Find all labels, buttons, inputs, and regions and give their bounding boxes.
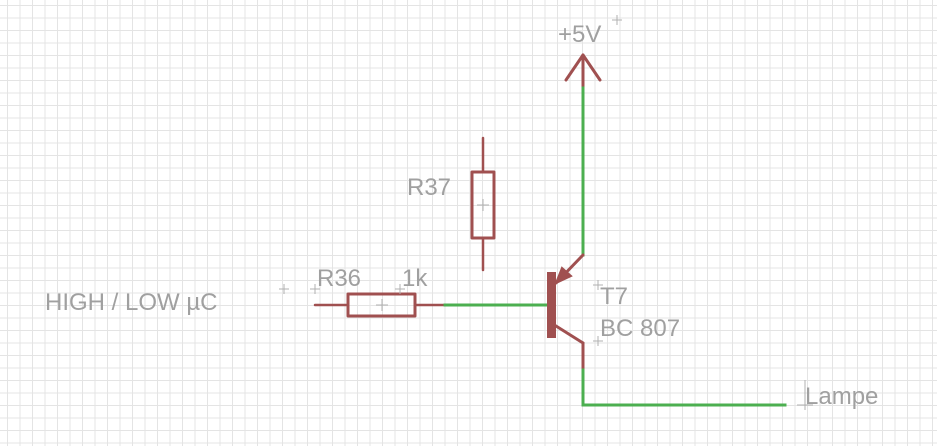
input-label-origin (279, 284, 289, 294)
r36-value: 1k (402, 265, 428, 292)
input-label: HIGH / LOW µC (45, 289, 218, 316)
transistor-t7[interactable] (547, 253, 585, 372)
resistor-r37[interactable] (470, 136, 496, 272)
t7-label-origin (593, 280, 603, 346)
supply-symbol[interactable] (564, 53, 602, 90)
resistor-r36[interactable] (313, 292, 447, 318)
net-collector-lampe[interactable] (581, 368, 787, 407)
r37-name: R37 (407, 174, 451, 201)
r36-name: R36 (317, 265, 361, 292)
t7-collector-lead (554, 324, 585, 345)
r36-label-origin (310, 284, 405, 294)
transistor-name: T7 (600, 283, 628, 310)
output-label-origin (797, 380, 813, 410)
supply-label: +5V (558, 21, 601, 48)
t7-emitter-arrow (554, 266, 573, 285)
output-label: Lampe (805, 383, 878, 410)
t7-base-bar (547, 272, 556, 338)
supply-label-origin (612, 15, 622, 25)
transistor-value: BC 807 (600, 315, 680, 342)
